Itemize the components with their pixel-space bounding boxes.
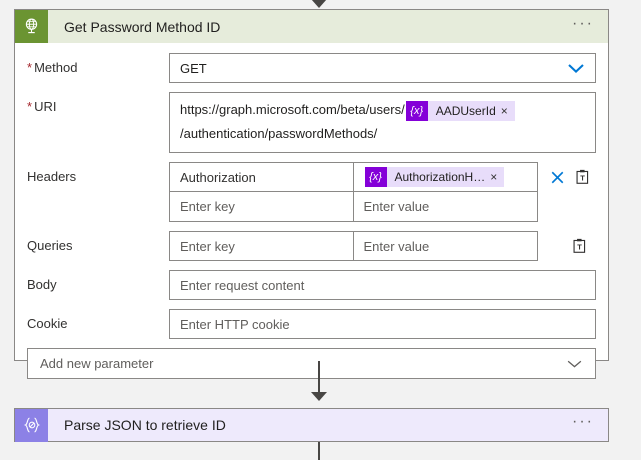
- queries-row-actions: T: [538, 231, 596, 261]
- body-input[interactable]: Enter request content: [169, 270, 596, 300]
- field-row-cookie: Cookie Enter HTTP cookie: [27, 309, 596, 339]
- headers-key-input-1[interactable]: Authorization: [169, 162, 354, 192]
- uri-line-2: /authentication/passwordMethods/: [180, 126, 378, 141]
- field-row-queries: Queries Enter key Enter value: [27, 231, 596, 261]
- paste-text-icon[interactable]: T: [575, 169, 590, 185]
- field-label-method: *Method: [27, 60, 78, 75]
- headers-row-actions: T: [538, 162, 596, 192]
- action-card-parse-json[interactable]: Parse JSON to retrieve ID ···: [14, 408, 609, 442]
- method-dropdown[interactable]: GET: [169, 53, 596, 83]
- field-row-method: *Method GET: [27, 53, 596, 83]
- card-overflow-menu-button[interactable]: ···: [572, 413, 594, 430]
- add-new-parameter-dropdown[interactable]: Add new parameter: [27, 348, 596, 379]
- token-label: AADUserId: [435, 103, 496, 118]
- field-label-body: Body: [27, 277, 57, 292]
- svg-text:T: T: [577, 243, 582, 252]
- card-overflow-menu-button[interactable]: ···: [572, 14, 594, 32]
- card-header-parse-json[interactable]: Parse JSON to retrieve ID ···: [15, 408, 608, 442]
- action-card-http[interactable]: Get Password Method ID ··· *Method GET: [14, 9, 609, 379]
- field-label-queries: Queries: [27, 238, 73, 253]
- headers-value-input-1[interactable]: {x} AuthorizationH… ×: [353, 162, 538, 192]
- field-label-uri: *URI: [27, 99, 57, 114]
- uri-line-1: https://graph.microsoft.com/beta/users/{…: [180, 98, 585, 122]
- token-label: AuthorizationH…: [394, 170, 486, 184]
- card-title: Get Password Method ID: [64, 18, 221, 35]
- queries-value-input-1[interactable]: Enter value: [353, 231, 538, 261]
- data-operations-icon: [15, 408, 48, 442]
- headers-value-input-2[interactable]: Enter value: [353, 192, 538, 222]
- headers-table: Authorization {x} AuthorizationH… × Enter …: [169, 162, 538, 222]
- card-title: Parse JSON to retrieve ID: [64, 417, 226, 433]
- queries-row-1: Enter key Enter value: [169, 231, 538, 261]
- delete-row-icon[interactable]: [550, 170, 565, 185]
- headers-key-input-2[interactable]: Enter key: [169, 192, 354, 222]
- paste-text-icon[interactable]: T: [572, 238, 587, 254]
- add-new-parameter-label: Add new parameter: [40, 356, 154, 371]
- headers-row-1: Authorization {x} AuthorizationH… ×: [169, 162, 538, 192]
- token-glyph-icon: {x}: [364, 167, 387, 187]
- uri-text-before: https://graph.microsoft.com/beta/users/: [180, 102, 405, 117]
- field-label-cookie: Cookie: [27, 316, 68, 331]
- token-glyph-icon: {x}: [405, 100, 428, 121]
- field-row-uri: *URI https://graph.microsoft.com/beta/us…: [27, 92, 596, 153]
- method-value: GET: [180, 60, 207, 76]
- card-header-http[interactable]: Get Password Method ID ···: [15, 10, 608, 43]
- svg-text:T: T: [580, 174, 585, 183]
- required-marker-uri: *: [27, 99, 33, 114]
- token-remove-icon[interactable]: ×: [500, 103, 508, 118]
- required-marker-method: *: [27, 60, 33, 75]
- token-remove-icon[interactable]: ×: [490, 170, 498, 184]
- headers-row-2: Enter key Enter value: [169, 192, 538, 222]
- card-body-http: *Method GET *URI: [15, 43, 608, 379]
- field-row-headers: Headers Authorization {x} AuthorizationH……: [27, 162, 596, 222]
- token-chip-aaduserid[interactable]: {x} AADUserId ×: [405, 100, 515, 121]
- chevron-down-icon: [567, 63, 585, 74]
- chevron-down-icon: [566, 359, 583, 369]
- globe-icon: [15, 10, 48, 43]
- uri-input[interactable]: https://graph.microsoft.com/beta/users/{…: [169, 92, 596, 153]
- queries-table: Enter key Enter value: [169, 231, 538, 261]
- cookie-input[interactable]: Enter HTTP cookie: [169, 309, 596, 339]
- field-label-headers: Headers: [27, 169, 77, 184]
- field-row-body: Body Enter request content: [27, 270, 596, 300]
- token-chip-authorizationheader[interactable]: {x} AuthorizationH… ×: [364, 167, 505, 187]
- queries-key-input-1[interactable]: Enter key: [169, 231, 354, 261]
